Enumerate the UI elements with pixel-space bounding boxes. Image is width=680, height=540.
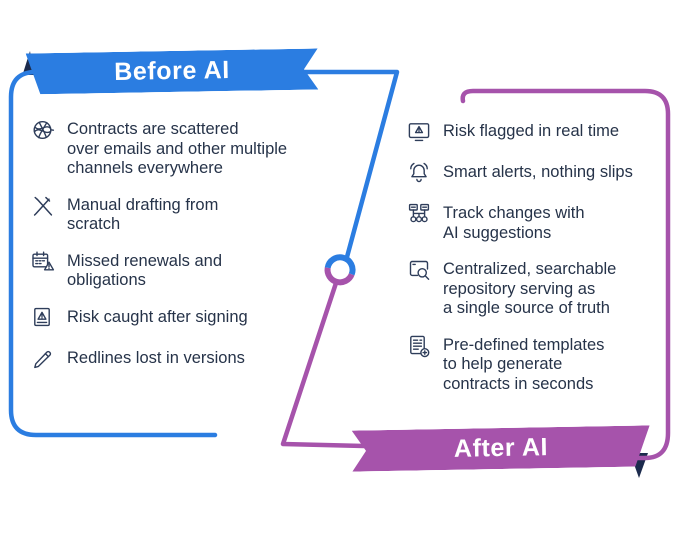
version-tree-icon	[406, 201, 433, 228]
tangled-channels-icon	[30, 117, 57, 144]
list-item: Missed renewals and obligations	[30, 249, 312, 291]
list-item: Contracts are scattered over emails and …	[30, 120, 312, 179]
before-ai-banner: Before AI	[26, 48, 319, 94]
item-text: Manual drafting from scratch	[67, 195, 219, 234]
before-list: Contracts are scattered over emails and …	[30, 120, 312, 390]
list-item: Risk flagged in real time	[406, 122, 662, 146]
center-ring-blue	[324, 254, 356, 276]
document-search-icon	[406, 257, 433, 284]
item-text: Centralized, searchable repository servi…	[443, 260, 617, 317]
crossed-pens-icon	[30, 193, 57, 220]
fold-triangle-top-left	[22, 51, 34, 75]
item-text: Smart alerts, nothing slips	[443, 163, 633, 181]
item-text: Pre-defined templates to help generate c…	[443, 335, 605, 393]
after-panel-border	[460, 88, 671, 461]
before-panel-border	[8, 69, 400, 438]
document-risk-icon	[30, 305, 57, 332]
item-text: Risk caught after signing	[67, 307, 248, 326]
after-list: Risk flagged in real time Smart alerts, …	[406, 122, 662, 411]
list-item: Redlines lost in versions	[30, 349, 312, 373]
before-ai-title: Before AI	[113, 55, 231, 87]
after-connector-line	[280, 280, 367, 449]
list-item: Pre-defined templates to help generate c…	[406, 333, 662, 395]
after-ai-title: After AI	[453, 433, 549, 463]
list-item: Track changes with AI suggestions	[406, 201, 662, 243]
list-item: Smart alerts, nothing slips	[406, 160, 662, 187]
item-text: Contracts are scattered over emails and …	[67, 120, 288, 177]
list-item: Risk caught after signing	[30, 305, 312, 332]
ringing-bell-icon	[406, 160, 433, 187]
item-text: Track changes with AI suggestions	[443, 204, 585, 242]
item-text: Redlines lost in versions	[67, 348, 245, 367]
list-item: Centralized, searchable repository servi…	[406, 260, 662, 319]
after-ai-banner: After AI	[352, 425, 651, 471]
calendar-warning-icon	[30, 249, 57, 276]
item-text: Risk flagged in real time	[443, 122, 620, 140]
item-text: Missed renewals and obligations	[67, 251, 222, 290]
center-ring-purple	[324, 267, 355, 286]
marker-pen-icon	[30, 346, 57, 373]
monitor-alert-icon	[406, 119, 433, 146]
list-item: Manual drafting from scratch	[30, 196, 312, 235]
document-add-icon	[406, 333, 433, 360]
